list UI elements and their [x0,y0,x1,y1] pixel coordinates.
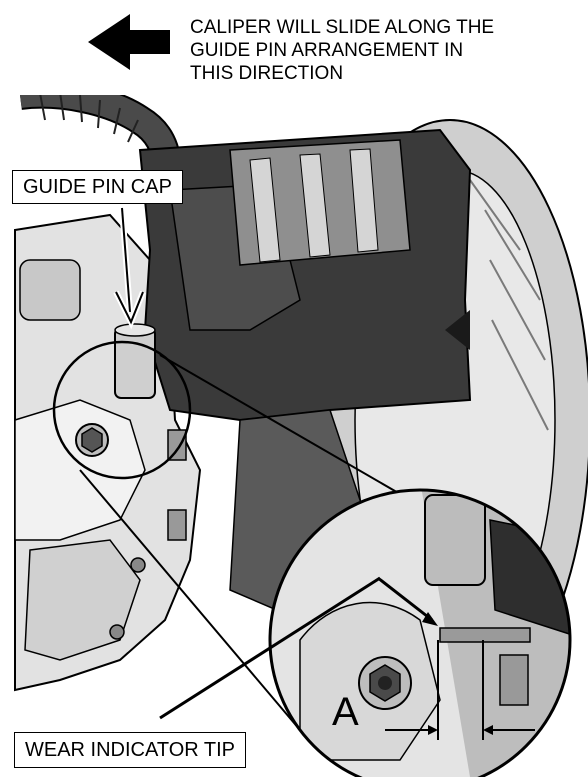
wear-indicator-tip-label: WEAR INDICATOR TIP [14,732,247,768]
dimension-a-label: A [332,690,359,734]
dimension-a-arrows [385,725,535,735]
direction-caption: CALIPER WILL SLIDE ALONG THE GUIDE PIN A… [190,16,582,85]
bolts [75,423,187,640]
guide-pin-cap-arrow [113,207,146,330]
guide-pin-cap-label: GUIDE PIN CAP [12,170,183,204]
wear-indicator-pointer [159,576,438,720]
caption-line-2: GUIDE PIN ARRANGEMENT IN [190,40,464,61]
caption-line-1: CALIPER WILL SLIDE ALONG THE [190,17,495,38]
guide-pin-cap [114,323,156,399]
caption-line-3: THIS DIRECTION [190,63,344,84]
direction-arrow-left-icon [88,14,170,70]
detail-callout-circle-small [52,340,192,480]
